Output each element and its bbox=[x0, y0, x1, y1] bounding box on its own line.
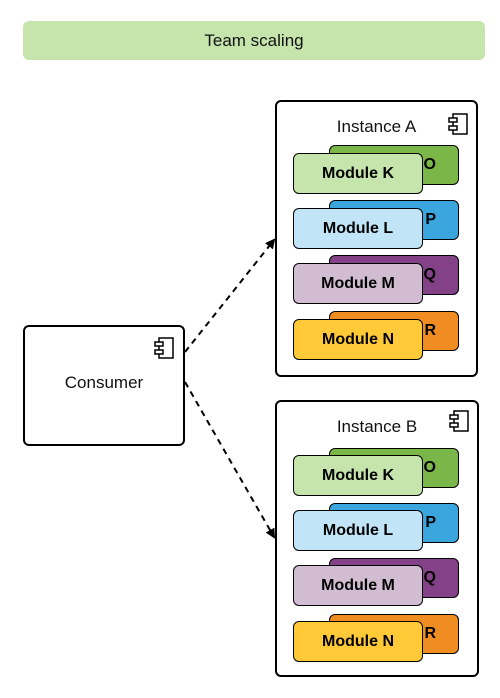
module-q-label: Q bbox=[423, 266, 436, 283]
diagram-title: Team scaling bbox=[204, 30, 304, 50]
module-m-card[interactable]: Module M bbox=[293, 565, 423, 606]
instance-b-title: Instance B bbox=[336, 417, 418, 436]
module-l-card[interactable]: Module L bbox=[293, 208, 423, 249]
module-m-card[interactable]: Module M bbox=[293, 263, 423, 304]
module-p-label: P bbox=[425, 514, 436, 531]
module-o-label: O bbox=[423, 156, 436, 173]
module-r-label: R bbox=[424, 322, 436, 339]
module-l-card[interactable]: Module L bbox=[293, 510, 423, 551]
instance-a-component[interactable]: Instance A O Module K P Module L Q Modul… bbox=[275, 100, 478, 377]
instance-b-component[interactable]: Instance B O Module K P Module L Q Modul… bbox=[275, 400, 479, 677]
consumer-component[interactable]: Consumer bbox=[23, 325, 185, 446]
arrow-consumer-to-instance-a bbox=[184, 238, 276, 353]
module-l-label: Module L bbox=[322, 521, 394, 539]
module-n-label: Module N bbox=[322, 330, 394, 348]
diagram-title-banner: Team scaling bbox=[23, 21, 485, 60]
module-m-label: Module M bbox=[321, 576, 395, 594]
instance-a-title: Instance A bbox=[336, 117, 417, 136]
module-m-label: Module M bbox=[321, 274, 395, 292]
module-k-label: Module K bbox=[322, 466, 394, 484]
module-p-label: P bbox=[425, 211, 436, 228]
module-o-label: O bbox=[423, 459, 436, 476]
module-k-card[interactable]: Module K bbox=[293, 455, 423, 496]
module-k-card[interactable]: Module K bbox=[293, 153, 423, 194]
module-r-label: R bbox=[424, 625, 436, 642]
module-n-card[interactable]: Module N bbox=[293, 621, 423, 662]
module-n-label: Module N bbox=[322, 632, 394, 650]
component-icon bbox=[154, 337, 174, 359]
component-icon bbox=[449, 410, 469, 432]
consumer-label: Consumer bbox=[64, 373, 144, 392]
module-k-label: Module K bbox=[322, 164, 394, 182]
module-l-label: Module L bbox=[322, 219, 394, 237]
module-q-label: Q bbox=[423, 569, 436, 586]
arrow-consumer-to-instance-b bbox=[184, 381, 275, 539]
module-n-card[interactable]: Module N bbox=[293, 319, 423, 360]
component-icon bbox=[448, 113, 468, 135]
